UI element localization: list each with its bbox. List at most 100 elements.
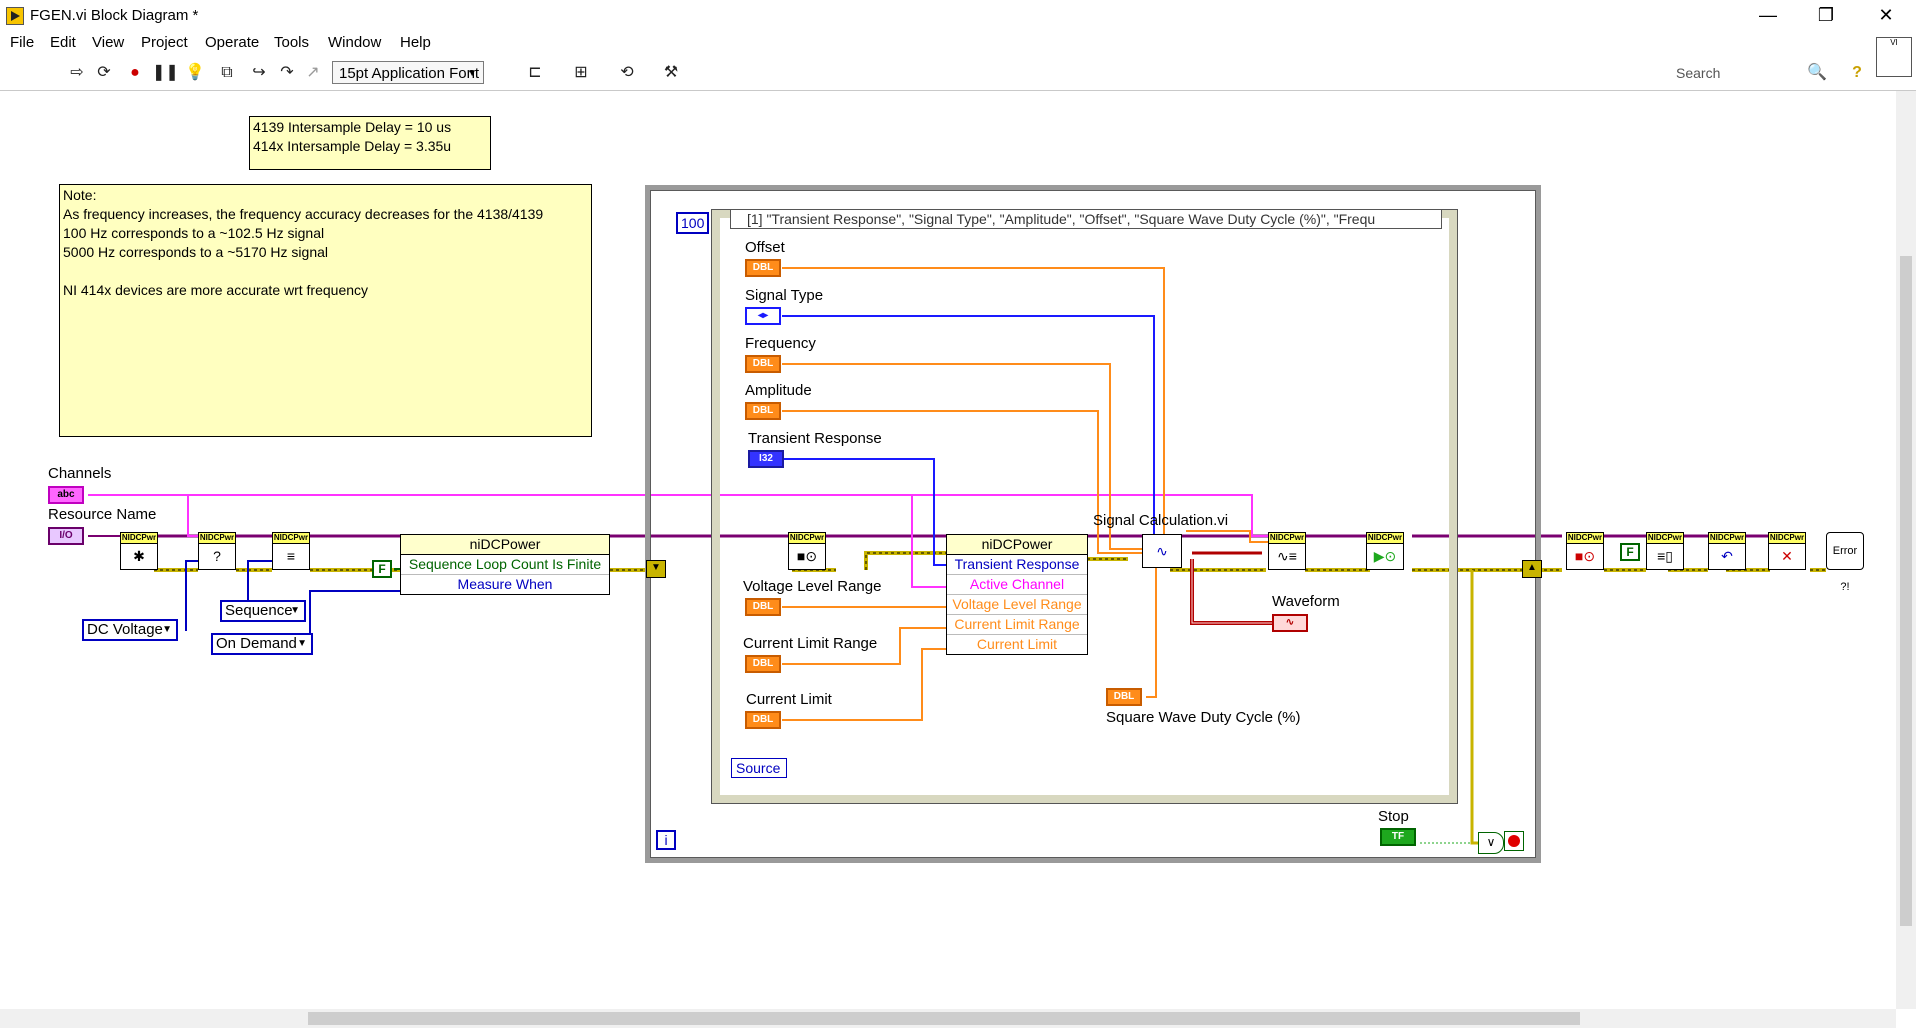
frequency-note: Note: As frequency increases, the freque…: [59, 184, 592, 437]
abort-icon[interactable]: ●: [130, 64, 140, 81]
align-objects-icon[interactable]: ⊏: [528, 64, 542, 81]
offset-terminal[interactable]: DBL: [745, 259, 781, 277]
font-select[interactable]: 15pt Application Font▼: [332, 61, 484, 84]
on-demand-ring[interactable]: On Demand▼: [211, 633, 313, 655]
false-constant-2[interactable]: F: [1620, 543, 1640, 561]
run-continuously-icon[interactable]: ⟳: [97, 64, 111, 81]
delay-note: 4139 Intersample Delay = 10 us 414x Inte…: [249, 116, 491, 170]
initialize-subvi[interactable]: NIDCPwr✱: [120, 532, 158, 570]
configure-mode-subvi[interactable]: NIDCPwr≡: [272, 532, 310, 570]
vi-connector-icon[interactable]: VI: [1876, 37, 1912, 77]
highlight-execution-icon[interactable]: 💡: [185, 64, 205, 81]
signal-calculation-label: Signal Calculation.vi: [1093, 512, 1229, 529]
false-constant[interactable]: F: [372, 560, 392, 578]
property-sequence-loop-count-is-finite[interactable]: Sequence Loop Count Is Finite: [401, 555, 609, 575]
context-help-icon[interactable]: ?: [1852, 64, 1862, 81]
loop-count-constant[interactable]: 100: [676, 212, 710, 234]
menu-operate[interactable]: Operate: [205, 34, 260, 51]
step-into-icon[interactable]: ↪: [252, 64, 266, 81]
current-limit-range-label: Current Limit Range: [743, 635, 878, 652]
stop-label: Stop: [1378, 808, 1409, 825]
property-node-sequence[interactable]: niDCPower Sequence Loop Count Is Finite …: [400, 534, 610, 595]
current-limit-label: Current Limit: [746, 691, 832, 708]
block-diagram-canvas[interactable]: 4139 Intersample Delay = 10 us 414x Inte…: [0, 91, 1896, 1009]
property-current-limit[interactable]: Current Limit: [976, 636, 1058, 652]
clean-up-diagram-icon[interactable]: ⚒: [663, 64, 679, 81]
property-node-class: niDCPower: [401, 535, 609, 555]
retain-wire-values-icon[interactable]: ⧉: [221, 64, 233, 81]
pause-icon[interactable]: ❚❚: [152, 64, 179, 81]
menu-edit[interactable]: Edit: [50, 34, 76, 51]
shift-register-right: ▲: [1522, 560, 1542, 578]
resource-name-terminal[interactable]: I/O: [48, 527, 84, 545]
channels-terminal[interactable]: abc: [48, 486, 84, 504]
distribute-objects-icon[interactable]: ⊞: [574, 64, 588, 81]
waveform-terminal[interactable]: ∿: [1272, 614, 1308, 632]
property-active-channel[interactable]: Active Channel: [947, 575, 1087, 595]
menu-help[interactable]: Help: [400, 34, 431, 51]
transient-response-label: Transient Response: [748, 430, 882, 447]
for-loop[interactable]: [711, 209, 1458, 804]
resource-name-label: Resource Name: [48, 506, 157, 523]
property-node-output[interactable]: niDCPower Transient Response Active Chan…: [946, 534, 1088, 655]
horizontal-scrollbar[interactable]: [0, 1009, 1896, 1028]
close-button[interactable]: ✕: [1878, 5, 1894, 25]
amplitude-terminal[interactable]: DBL: [745, 402, 781, 420]
current-limit-range-terminal[interactable]: DBL: [745, 655, 781, 673]
configure-source-subvi[interactable]: NIDCPwr?: [198, 532, 236, 570]
property-transient-response[interactable]: Transient Response: [947, 555, 1087, 575]
step-out-icon[interactable]: ↗: [306, 64, 320, 81]
autoindex-header[interactable]: [1] "Transient Response", "Signal Type",…: [730, 209, 1442, 229]
or-function[interactable]: ∨: [1478, 832, 1504, 854]
run-arrow-icon[interactable]: ⇨: [70, 64, 84, 81]
voltage-level-range-label: Voltage Level Range: [743, 578, 882, 595]
restore-button[interactable]: ❐: [1817, 5, 1835, 25]
horizontal-scroll-thumb[interactable]: [308, 1012, 1580, 1025]
property-current-limit-range[interactable]: Current Limit Range: [947, 615, 1087, 635]
shift-register-left: ▼: [646, 560, 666, 578]
step-over-icon[interactable]: ↷: [280, 64, 294, 81]
frequency-terminal[interactable]: DBL: [745, 355, 781, 373]
close-session-subvi[interactable]: NIDCPwr✕: [1768, 532, 1806, 570]
minimize-button[interactable]: —: [1759, 5, 1777, 25]
reset-subvi[interactable]: NIDCPwr↶: [1708, 532, 1746, 570]
menu-view[interactable]: View: [92, 34, 125, 51]
initiate-subvi[interactable]: NIDCPwr▶⊙: [1366, 532, 1404, 570]
while-loop[interactable]: [645, 185, 1541, 863]
labview-vi-icon: [6, 7, 24, 25]
property-node-2-class: niDCPower: [947, 535, 1087, 555]
amplitude-label: Amplitude: [745, 382, 812, 399]
menu-window[interactable]: Window: [328, 34, 382, 51]
property-voltage-level-range[interactable]: Voltage Level Range: [947, 595, 1087, 615]
dc-voltage-ring[interactable]: DC Voltage▼: [82, 619, 178, 641]
offset-label: Offset: [745, 239, 785, 256]
vertical-scroll-thumb[interactable]: [1900, 256, 1912, 926]
reorder-icon[interactable]: ⟲: [620, 64, 634, 81]
menu-file[interactable]: File: [10, 34, 35, 51]
menu-project[interactable]: Project: [141, 34, 188, 51]
signal-calculation-subvi[interactable]: ∿: [1142, 534, 1182, 568]
current-limit-terminal[interactable]: DBL: [745, 711, 781, 729]
property-measure-when[interactable]: Measure When: [457, 576, 553, 592]
toolbar: ⇨ ⟳ ● ❚❚ 💡 ⧉ ↪ ↷ ↗ 15pt Application Font…: [0, 56, 1916, 91]
signal-type-terminal[interactable]: ◂▸: [745, 307, 781, 325]
search-icon[interactable]: 🔍: [1807, 64, 1827, 81]
abort-subvi[interactable]: NIDCPwr■⊙: [788, 532, 826, 570]
vertical-scrollbar[interactable]: [1896, 91, 1916, 1009]
stop-condition-icon[interactable]: [1504, 831, 1524, 851]
simple-error-handler-subvi[interactable]: Error ?!: [1826, 532, 1864, 593]
abort-measure-subvi[interactable]: NIDCPwr■⊙: [1566, 532, 1604, 570]
search-input[interactable]: Search: [1676, 65, 1721, 81]
sequence-ring[interactable]: Sequence▼: [220, 600, 306, 622]
voltage-level-range-terminal[interactable]: DBL: [745, 598, 781, 616]
menu-tools[interactable]: Tools: [274, 34, 310, 51]
output-enabled-subvi[interactable]: NIDCPwr≡▯: [1646, 532, 1684, 570]
transient-response-terminal[interactable]: I32: [748, 450, 784, 468]
loop-index-terminal: i: [656, 830, 676, 850]
wires-layer: [88, 267, 1826, 845]
square-wave-duty-terminal[interactable]: DBL: [1106, 688, 1142, 706]
title-bar: FGEN.vi Block Diagram * — ❐ ✕: [0, 0, 1916, 32]
write-waveform-subvi[interactable]: NIDCPwr∿≡: [1268, 532, 1306, 570]
stop-terminal[interactable]: TF: [1380, 828, 1416, 846]
square-wave-duty-label: Square Wave Duty Cycle (%): [1106, 709, 1301, 726]
